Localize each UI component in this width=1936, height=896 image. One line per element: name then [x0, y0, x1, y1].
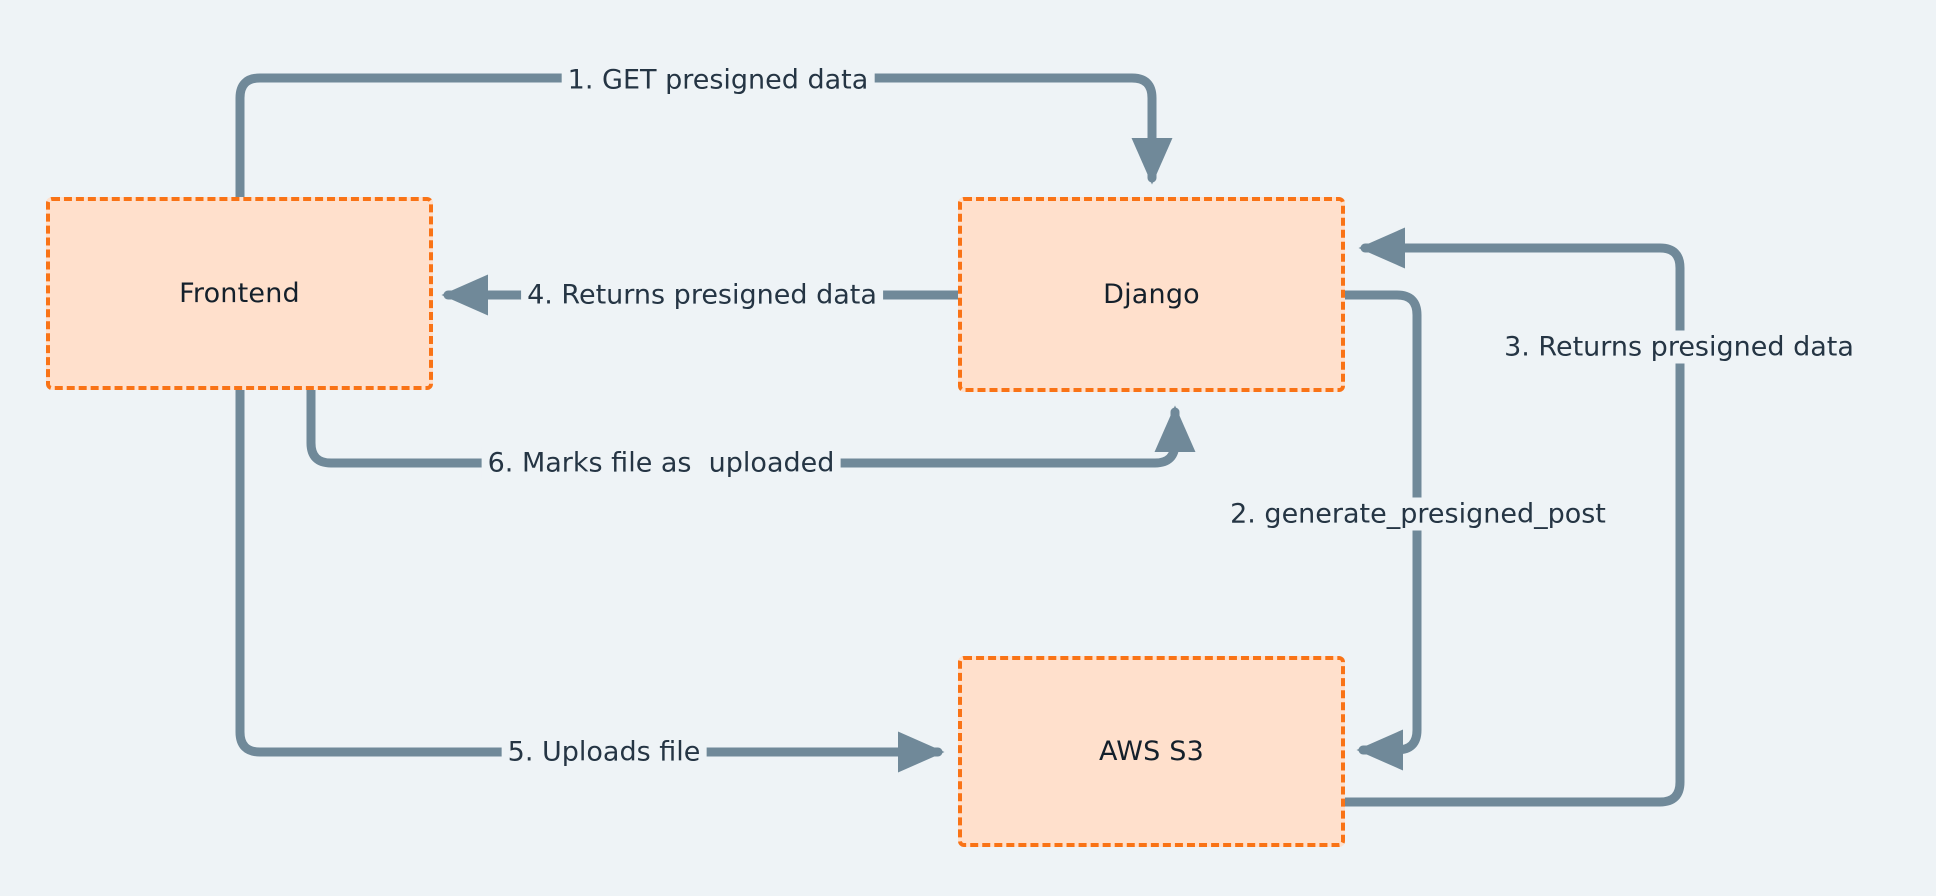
edge-path-5	[235, 385, 945, 773]
edge-label-6: 6. Marks file as uploaded	[481, 446, 841, 480]
edge-path-3	[1340, 227, 1685, 807]
edge-label-2: 2. generate_presigned_post	[1224, 497, 1612, 531]
edge-label-3: 3. Returns presigned data	[1498, 330, 1860, 364]
node-aws-s3-label: AWS S3	[1099, 736, 1204, 767]
node-frontend-label: Frontend	[179, 278, 300, 309]
edge-label-1: 1. GET presigned data	[561, 63, 875, 97]
node-django[interactable]: Django	[958, 197, 1345, 392]
node-frontend[interactable]: Frontend	[46, 197, 433, 390]
edge-label-5: 5. Uploads file	[501, 735, 707, 769]
node-django-label: Django	[1103, 279, 1200, 310]
edge-label-4: 4. Returns presigned data	[521, 278, 883, 312]
node-aws-s3[interactable]: AWS S3	[958, 656, 1345, 847]
